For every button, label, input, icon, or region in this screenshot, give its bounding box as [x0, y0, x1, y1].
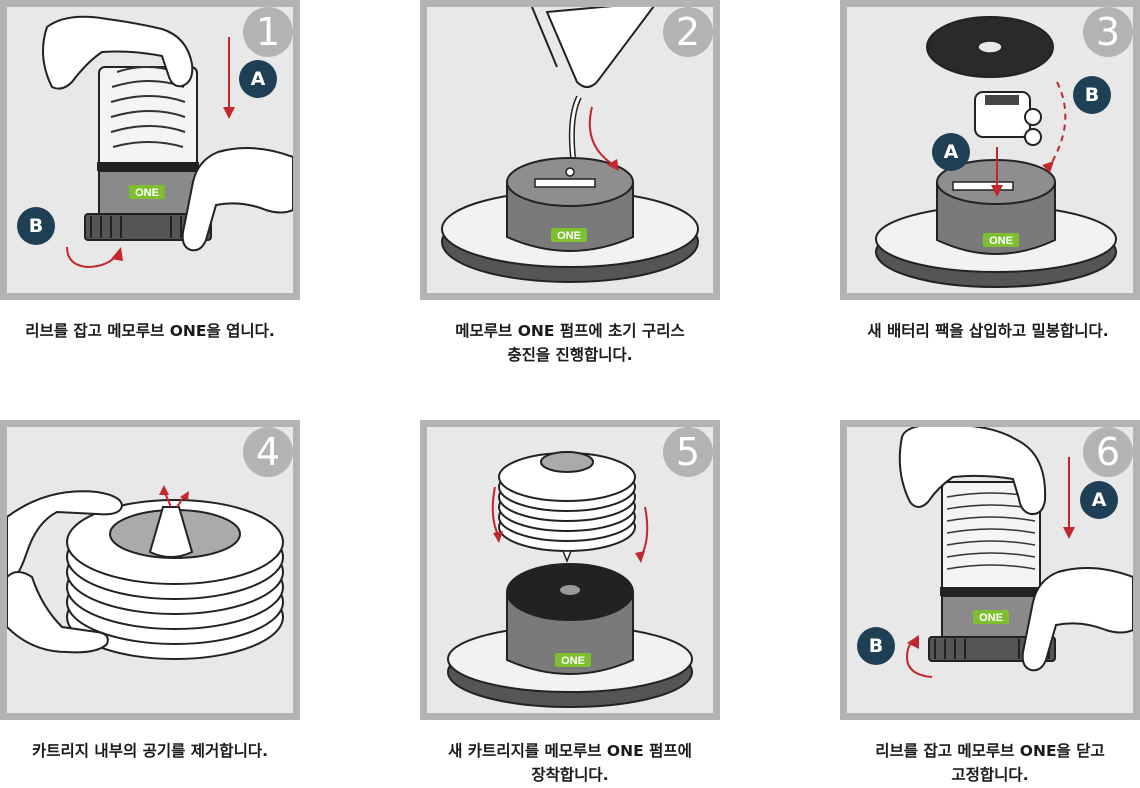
caption-line: 리브를 잡고 메모루브 ONE을 닫고	[875, 742, 1105, 760]
step-1-caption: 리브를 잡고 메모루브 ONE을 엽니다.	[0, 319, 330, 343]
caption-line: 장착합니다.	[531, 766, 609, 784]
step-6-drawing: ONE	[898, 427, 1133, 678]
product-logo-text: ONE	[135, 187, 159, 199]
step-6-panel: ONE 6 A B	[840, 420, 1140, 720]
step-2-illustration: ONE	[427, 7, 713, 293]
step-1-panel: ONE 1 A B	[0, 0, 300, 300]
caption-line: 새 배터리 팩을 삽입하고 밀봉합니다.	[867, 322, 1109, 340]
step-6-caption: 리브를 잡고 메모루브 ONE을 닫고 고정합니다.	[810, 739, 1140, 787]
step-1-illustration: ONE	[7, 7, 293, 293]
step-number-badge: 1	[243, 7, 293, 57]
badge-b: B	[17, 207, 55, 245]
step-5-caption: 새 카트리지를 메모루브 ONE 펌프에 장착합니다.	[390, 739, 750, 787]
badge-b: B	[1073, 76, 1111, 114]
step-5-panel: ONE 5	[420, 420, 720, 720]
caption-line: 메모루브 ONE 펌프에 초기 구리스	[455, 322, 685, 340]
caption-line: 리브를 잡고 메모루브 ONE을 엽니다.	[25, 322, 275, 340]
step-number-badge: 3	[1083, 7, 1133, 57]
caption-line: 새 카트리지를 메모루브 ONE 펌프에	[448, 742, 692, 760]
step-3-illustration: ONE	[847, 7, 1133, 293]
caption-line: 고정합니다.	[951, 766, 1029, 784]
caption-line: 카트리지 내부의 공기를 제거합니다.	[32, 742, 268, 760]
step-4-illustration	[7, 427, 293, 713]
step-2-caption: 메모루브 ONE 펌프에 초기 구리스 충진을 진행합니다.	[390, 319, 750, 367]
step-3-panel: ONE 3 A B	[840, 0, 1140, 300]
step-number-badge: 5	[663, 427, 713, 477]
badge-b: B	[857, 627, 895, 665]
caption-line: 충진을 진행합니다.	[507, 346, 633, 364]
product-logo-text: ONE	[557, 230, 581, 242]
step-2-panel: ONE 2	[420, 0, 720, 300]
product-logo-text: ONE	[561, 655, 585, 667]
step-number-badge: 2	[663, 7, 713, 57]
step-6-illustration: ONE	[847, 427, 1133, 713]
step-4-caption: 카트리지 내부의 공기를 제거합니다.	[0, 739, 330, 763]
product-logo-text: ONE	[979, 612, 1003, 624]
badge-a: A	[1080, 481, 1118, 519]
step-1-drawing: ONE	[42, 15, 293, 269]
step-2-drawing: ONE	[441, 7, 699, 283]
step-4-drawing	[7, 485, 284, 660]
step-number-badge: 6	[1083, 427, 1133, 477]
step-4-panel: 4	[0, 420, 300, 720]
step-3-drawing: ONE	[875, 16, 1117, 288]
step-5-drawing: ONE	[447, 451, 693, 708]
product-logo-text: ONE	[989, 235, 1013, 247]
badge-a: A	[239, 60, 277, 98]
step-3-caption: 새 배터리 팩을 삽입하고 밀봉합니다.	[808, 319, 1140, 343]
step-5-illustration: ONE	[427, 427, 713, 713]
badge-a: A	[932, 133, 970, 171]
step-number-badge: 4	[243, 427, 293, 477]
